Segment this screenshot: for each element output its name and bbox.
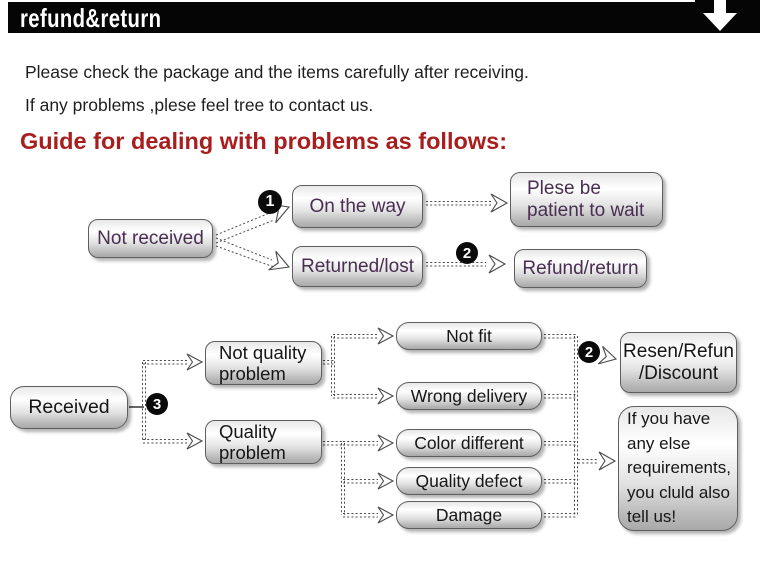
guide-heading: Guide for dealing with problems as follo… — [20, 128, 508, 154]
node-refund-return: Refund/return — [514, 249, 647, 288]
node-not-quality-problem: Not quality problem — [205, 341, 322, 385]
marker-2b: 2 — [578, 341, 600, 363]
branch-quality — [323, 434, 395, 524]
node-returned-lost: Returned/lost — [292, 246, 423, 287]
node-quality-problem: Quality problem — [205, 420, 322, 464]
merge-right — [544, 334, 618, 518]
node-resend-refund-discount: Resen/Refun /Discount — [620, 332, 737, 393]
intro-line-2: If any problems ,plese feel tree to cont… — [25, 95, 374, 115]
intro-line-1: Please check the package and the items c… — [25, 62, 529, 82]
node-on-the-way: On the way — [292, 185, 423, 228]
node-wrong-delivery: Wrong delivery — [396, 382, 542, 410]
header-bar — [8, 2, 760, 33]
down-arrow-icon — [703, 0, 737, 31]
branch-not-quality — [323, 327, 395, 405]
node-damage: Damage — [396, 501, 542, 529]
node-quality-defect: Quality defect — [396, 467, 542, 495]
arrow-ontheway-wait — [426, 193, 509, 213]
marker-2: 2 — [456, 242, 478, 264]
node-not-fit: Not fit — [396, 322, 542, 350]
node-color-different: Color different — [396, 429, 542, 457]
node-plese-wait: Plese be patient to wait — [510, 172, 663, 227]
page-title: refund&return — [20, 3, 162, 33]
node-received: Received — [10, 386, 128, 429]
marker-1: 1 — [258, 190, 282, 214]
node-if-you-have: If you have any else requirements, you c… — [618, 406, 738, 531]
arrow-notreceived-returnedlost — [215, 237, 291, 271]
node-not-received: Not received — [88, 219, 213, 258]
marker-3: 3 — [146, 393, 168, 415]
